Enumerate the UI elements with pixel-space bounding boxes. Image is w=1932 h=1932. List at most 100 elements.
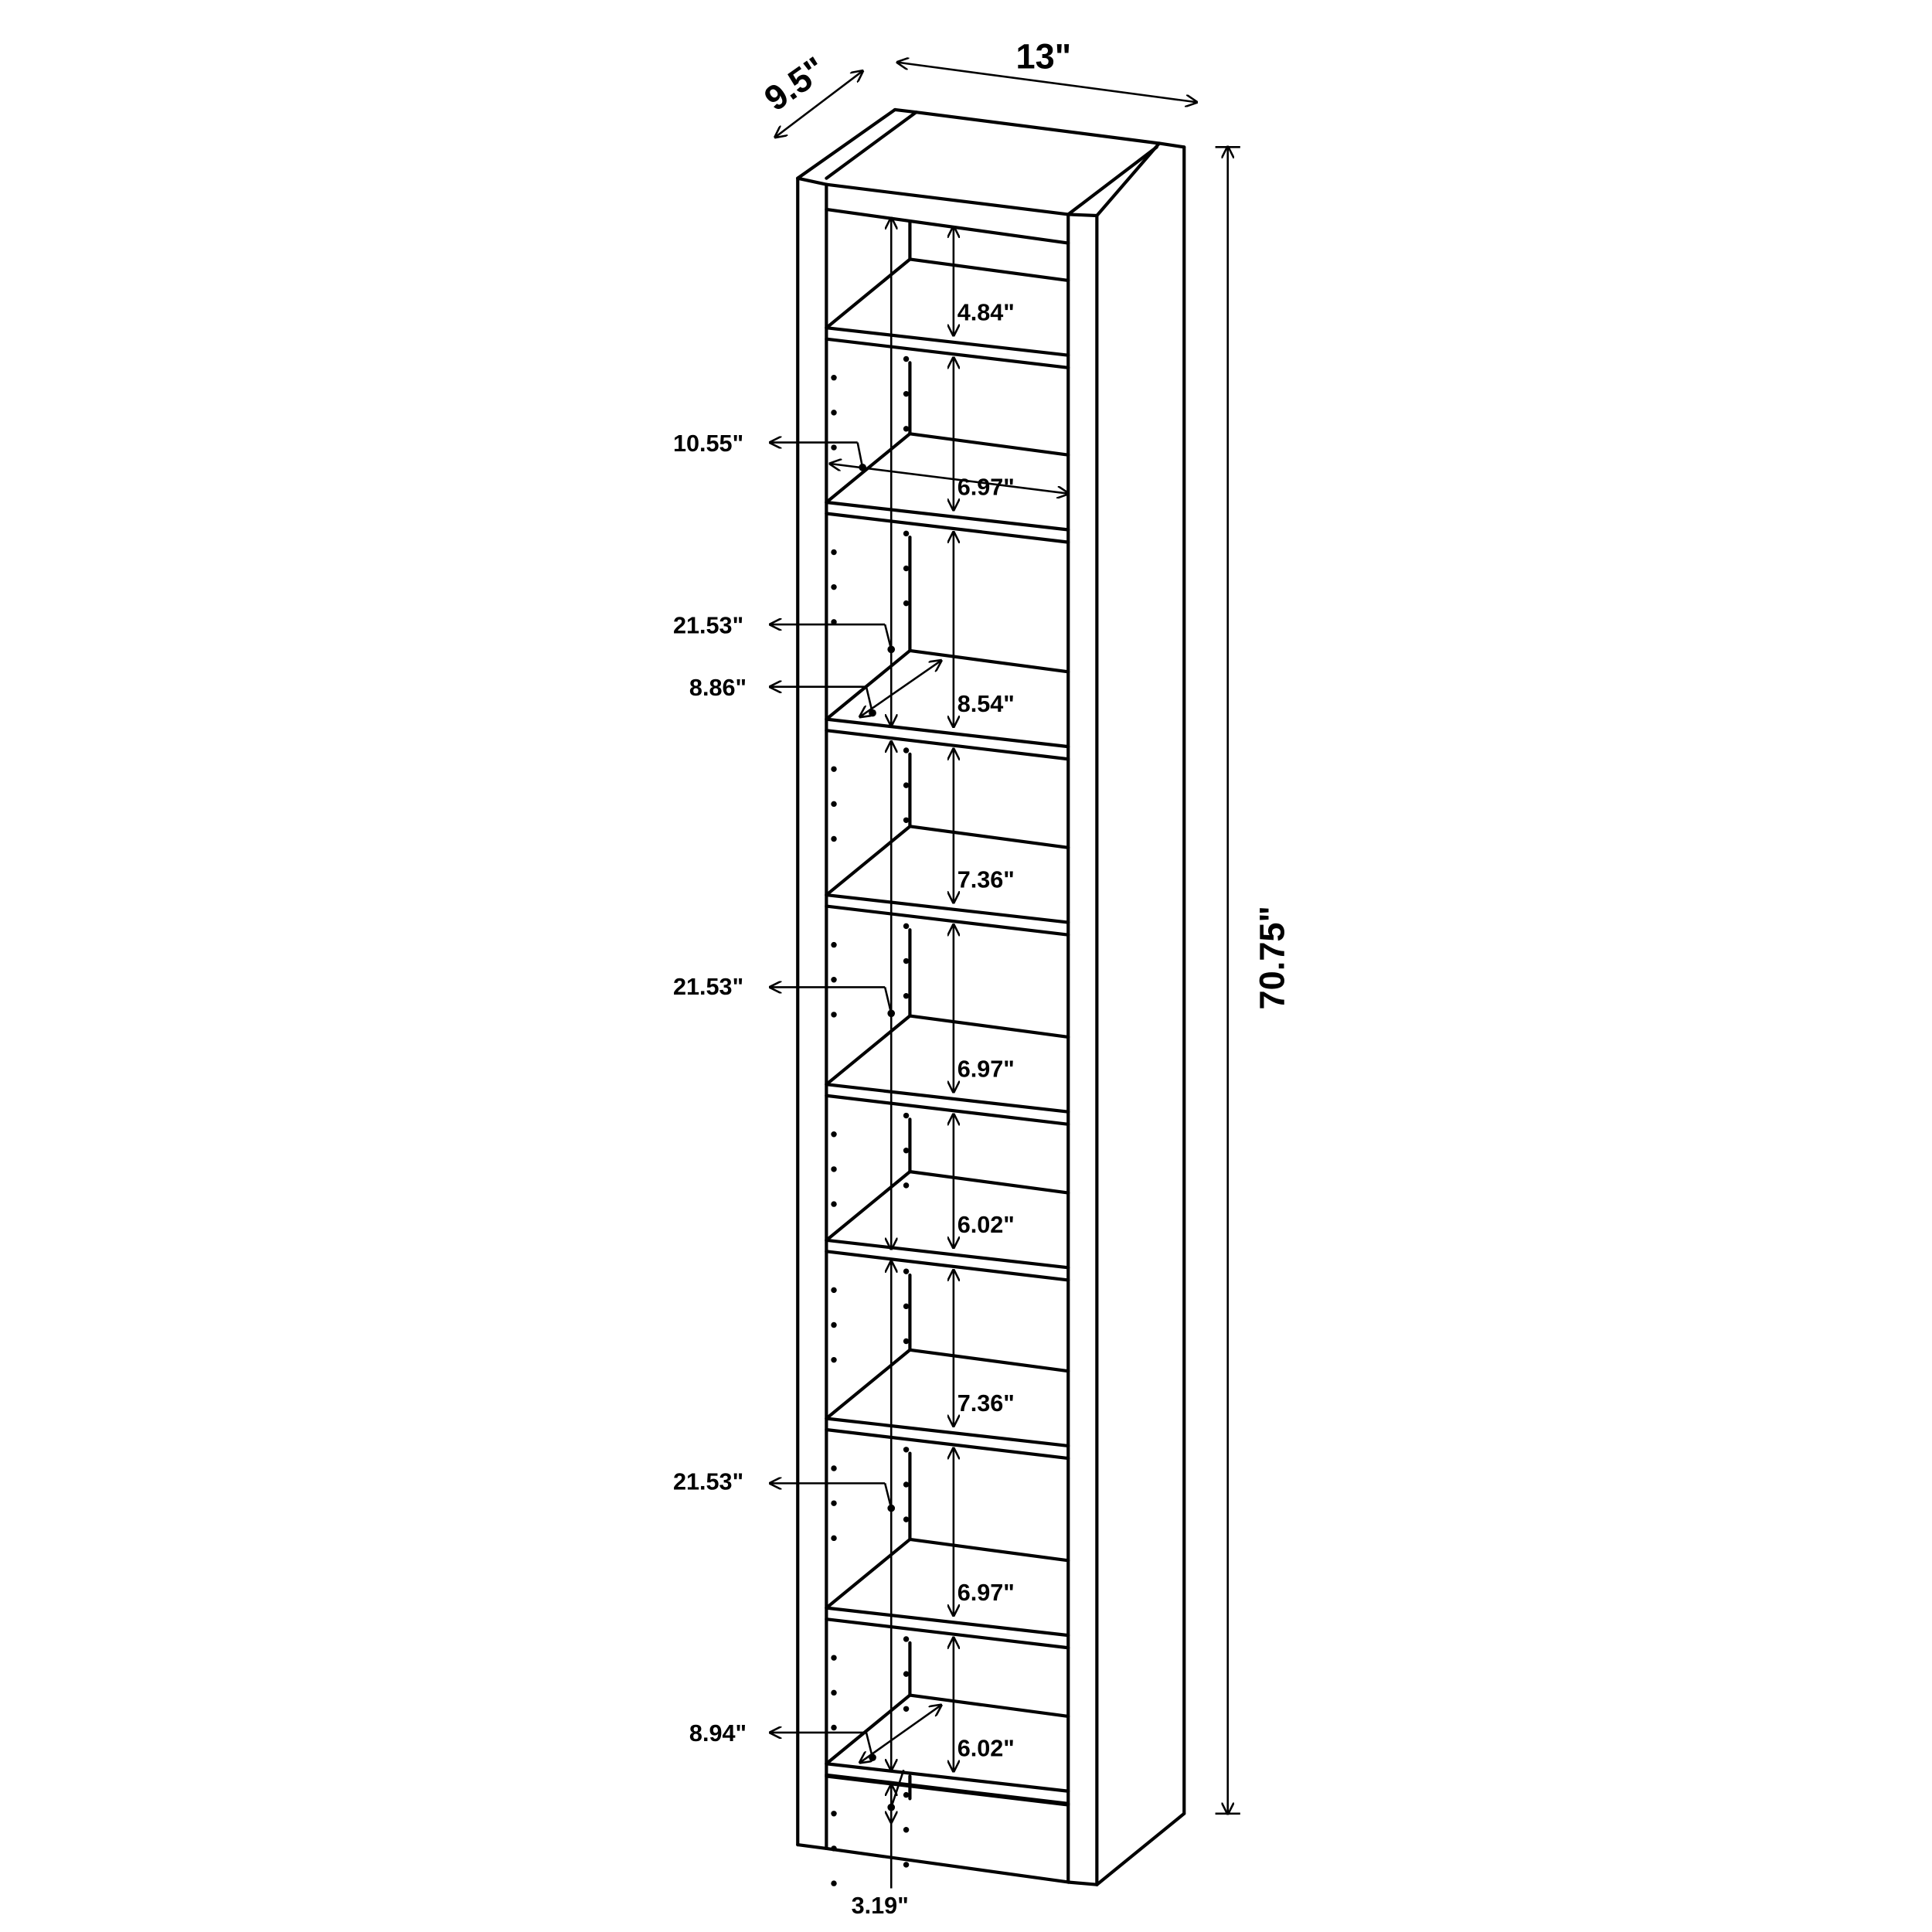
- shelf-front-edge: [825, 1606, 1070, 1638]
- shelf-back-edge: [908, 1693, 1070, 1719]
- shelf-front-edge: [825, 1238, 1070, 1270]
- shelf-pin-hole: [831, 1201, 837, 1207]
- shelf-pin-hole: [903, 1148, 910, 1154]
- callout-dot: [887, 1009, 896, 1018]
- edge-line: [1066, 213, 1099, 218]
- section-top-label: 21.53": [673, 612, 743, 638]
- edge-line: [825, 1846, 1070, 1884]
- width-dimension-arrow: [897, 63, 1196, 103]
- shelf-pin-hole: [903, 1636, 910, 1642]
- shelf-pin-hole: [831, 1356, 837, 1363]
- shelf-pin-hole: [903, 1516, 910, 1522]
- shelf-pin-hole: [903, 530, 910, 537]
- shelf-pin-hole: [831, 583, 837, 590]
- shelf-pin-hole: [903, 565, 910, 572]
- shelf-front-edge: [825, 904, 1070, 937]
- shelf-front-edge: [825, 729, 1070, 761]
- depth-label: 9.5": [757, 49, 833, 118]
- shelf-pin-hole: [903, 1671, 910, 1677]
- edge-line: [1066, 1880, 1099, 1886]
- shelf-pin-hole: [903, 1182, 910, 1189]
- shelf-pin-hole: [831, 1131, 837, 1138]
- shelves: [825, 219, 1070, 1886]
- shelf-pin-hole: [831, 941, 837, 948]
- shelf-front-edge: [825, 512, 1070, 544]
- shelf-back-edge: [908, 1170, 1070, 1195]
- shelf-gap-label: 6.97": [957, 1580, 1015, 1606]
- shelf-pin-hole: [903, 923, 910, 930]
- shelf-pin-hole: [831, 1689, 837, 1696]
- shelf-pin-hole: [903, 1862, 910, 1868]
- shelf-side-edge: [825, 648, 912, 721]
- shelf-front-edge: [825, 1417, 1070, 1448]
- callout-dot: [887, 1504, 896, 1512]
- inner-width-arrow: [830, 464, 1068, 494]
- edge-line: [796, 176, 828, 186]
- shelf-side-edge: [825, 1537, 912, 1610]
- shelf-pin-hole: [831, 1535, 837, 1542]
- shelf-pin-hole: [831, 1845, 837, 1852]
- depth-dimension-arrow: [775, 71, 862, 137]
- shelf-pin-hole: [831, 1012, 837, 1018]
- shelf-pin-hole: [903, 747, 910, 753]
- shelf-back-edge: [908, 432, 1070, 457]
- shelf-pin-hole: [831, 1655, 837, 1661]
- shelf-front-edge: [825, 893, 1070, 924]
- shelf-pin-hole: [831, 410, 837, 416]
- inner-width-label: 10.55": [673, 430, 743, 457]
- shelf-front-edge: [825, 1083, 1070, 1114]
- shelf-gap-label: 6.02": [957, 1736, 1015, 1762]
- shelf-pin-hole: [903, 1303, 910, 1310]
- shelf-front-edge: [825, 500, 1070, 532]
- shelf-pin-hole: [903, 1791, 910, 1798]
- shelf-pin-hole: [903, 390, 910, 397]
- callout-leader: [890, 1769, 905, 1808]
- shelf-pin-hole: [903, 1481, 910, 1488]
- shelf-pin-hole: [831, 1811, 837, 1817]
- edge-line: [825, 111, 918, 180]
- shelf-pin-hole: [903, 817, 910, 823]
- shelf-pin-hole: [831, 1287, 837, 1294]
- shelf-back-edge: [908, 257, 1070, 282]
- edge-line: [796, 1843, 828, 1851]
- shelf-pin-hole: [831, 1500, 837, 1506]
- shelf-back-edge: [908, 1537, 1070, 1563]
- shelf-pin-hole: [831, 444, 837, 451]
- shelf-back-edge: [908, 1348, 1070, 1373]
- shelf-pin-hole: [903, 1706, 910, 1712]
- shelf-front-edge: [825, 326, 1070, 357]
- shelf-gap-label: 7.36": [957, 1390, 1015, 1417]
- shelf-front-edge: [825, 1427, 1070, 1461]
- shelf-pin-hole: [831, 801, 837, 808]
- shelf-gap-label: 7.36": [957, 866, 1015, 893]
- shelf-pin-hole: [903, 993, 910, 999]
- edge-line: [1066, 145, 1158, 216]
- section-bottom-label: 21.53": [673, 1468, 743, 1495]
- shelf-depth-bottom-label: 8.94": [689, 1720, 747, 1747]
- edge-line: [893, 107, 918, 114]
- shelf-side-edge: [825, 825, 912, 897]
- shelf-pin-hole: [903, 782, 910, 788]
- shelf-pin-hole: [903, 1827, 910, 1833]
- shelf-side-edge: [825, 1693, 912, 1766]
- shelf-side-edge: [825, 1348, 912, 1420]
- shelf-back-edge: [908, 1014, 1070, 1039]
- dimension-lines: [770, 63, 1240, 1889]
- section-middle-label: 21.53": [673, 974, 743, 1000]
- shelf-pin-hole: [831, 1724, 837, 1731]
- shelf-side-edge: [825, 257, 912, 330]
- height-label: 70.75": [1252, 906, 1291, 1009]
- edge-line: [825, 207, 1070, 245]
- shelf-pin-hole: [903, 1112, 910, 1119]
- shelf-depth-arrow: [860, 661, 941, 717]
- callout-dot: [887, 645, 896, 654]
- shelf-front-edge: [825, 1617, 1070, 1650]
- shelf-pin-hole: [831, 375, 837, 381]
- callout-leader: [883, 624, 893, 650]
- shelf-depth-arrow: [860, 1705, 941, 1762]
- shelf-depth-top-label: 8.86": [689, 675, 747, 701]
- edge-line: [825, 182, 1070, 216]
- shelf-side-edge: [825, 1014, 912, 1087]
- callout-leader: [883, 1483, 893, 1509]
